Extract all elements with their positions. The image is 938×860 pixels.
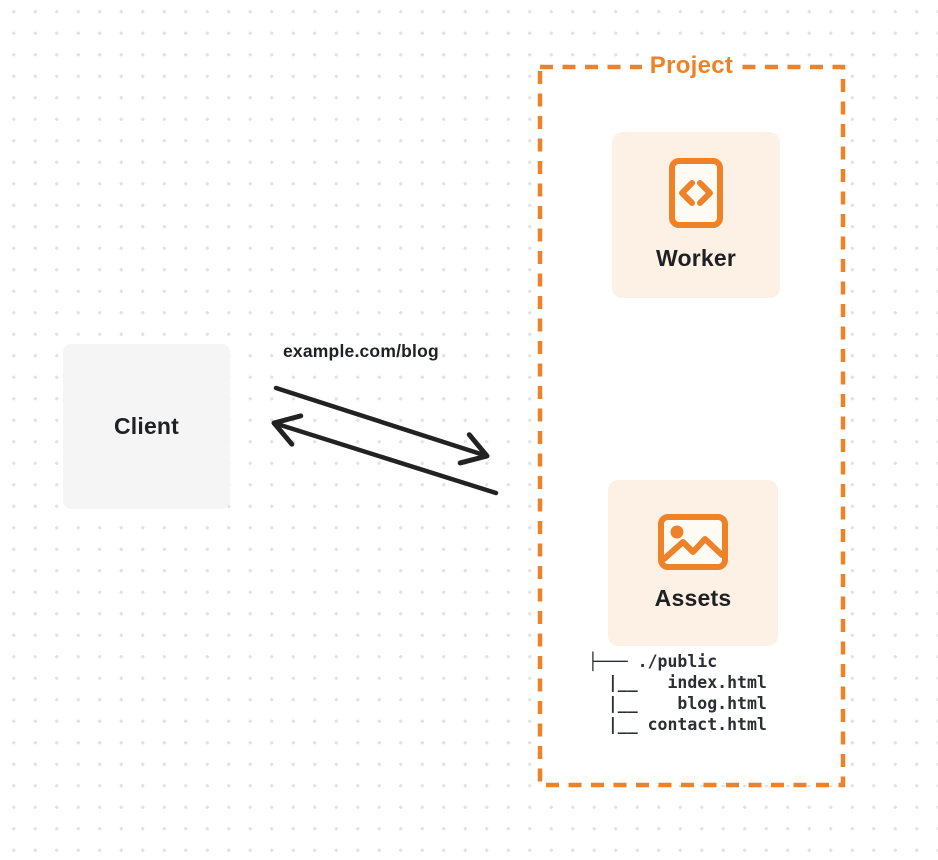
assets-file-tree: ├─── ./public |__ index.html |__ blog.ht… — [588, 651, 767, 735]
worker-node: Worker — [612, 132, 780, 298]
project-group-label: Project — [641, 51, 742, 81]
file-tree-line-contact: |__ contact.html — [588, 715, 767, 734]
worker-label: Worker — [655, 245, 737, 271]
request-arrow — [273, 385, 490, 466]
file-tree-line-index: |__ index.html — [588, 673, 767, 692]
image-icon — [658, 514, 728, 570]
response-arrow — [271, 413, 499, 496]
client-node: Client — [63, 344, 230, 509]
file-tree-line-public: ├─── ./public — [588, 652, 718, 671]
request-url-label: example.com/blog — [283, 341, 439, 361]
assets-label: Assets — [654, 585, 732, 611]
assets-node: Assets — [608, 480, 778, 646]
code-document-icon — [669, 158, 723, 228]
client-label: Client — [113, 413, 180, 439]
project-group-label-wrap: Project — [540, 51, 843, 84]
file-tree-line-blog: |__ blog.html — [588, 694, 767, 713]
